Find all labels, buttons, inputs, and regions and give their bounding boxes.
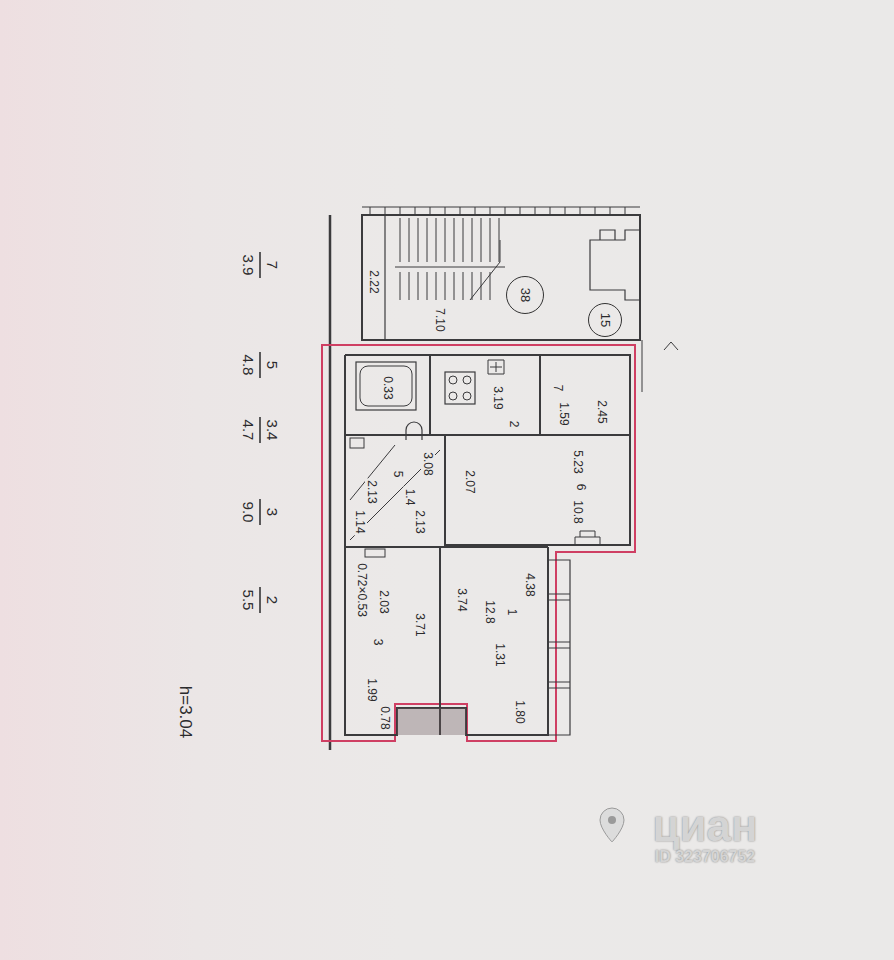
toilet-symbol [406, 422, 422, 440]
plan-label: 4.8 [240, 354, 257, 377]
apartment-outline [322, 345, 635, 741]
room-outline: 0.72×0.53 2.03 3 3.71 1.990.78 [345, 547, 440, 735]
plan-label: 7 [264, 260, 281, 270]
plan-label: 5.5 [240, 589, 257, 612]
plan-label: 3.4 [264, 419, 281, 442]
shower-hatch [350, 445, 440, 540]
kitchen-sink [488, 360, 504, 374]
dimension-label: 0.78 [378, 704, 392, 731]
dimension-label: 10.8 [571, 498, 585, 525]
plan-label: h=3.04 [176, 685, 195, 739]
dimension-label: 7 [551, 383, 565, 394]
plan-label: 9.0 [240, 501, 257, 524]
room-outline: 7 1.59 2.45 [540, 355, 630, 435]
stove-burner [449, 376, 457, 384]
plan-label: 4.7 [240, 419, 257, 442]
stair-direction-line [470, 240, 500, 300]
callout-number: 15 [598, 311, 612, 329]
dimension-label: 1.4 [403, 487, 417, 508]
stove-burner [463, 392, 471, 400]
stove-burner [463, 376, 471, 384]
dimension-label: 3.71 [413, 611, 427, 638]
dimension-label: 1.80 [513, 698, 527, 725]
plan-label: 3.9 [240, 254, 257, 277]
dimension-label: 3 [371, 637, 385, 648]
stove-burner [449, 392, 457, 400]
building-line [329, 215, 332, 750]
watermark-text: циан [651, 802, 758, 850]
dimension-label: 3.08 [421, 450, 435, 477]
staircase-strip [384, 215, 385, 340]
watermark-pin [600, 808, 624, 842]
wall-hatch [362, 207, 640, 215]
dimension-label: 3.74 [455, 586, 469, 613]
watermark-pin-dot [608, 816, 616, 824]
stair-steps [395, 218, 505, 300]
dimension-label: 4.38 [523, 571, 537, 598]
stove-symbol [445, 372, 475, 404]
room-outline: 5.23 6 10.8 2.07 [445, 435, 630, 547]
dimension-label: 2.13 [365, 478, 379, 505]
apartment-walls [345, 355, 630, 735]
sink-symbol [350, 438, 364, 448]
section-mark [642, 340, 678, 392]
room-outline: 3.192 [430, 355, 540, 435]
room-outline: 3.0851.42.131.142.13 [345, 435, 445, 547]
plan-label: 2 [264, 595, 281, 605]
dimension-label: 1.59 [557, 400, 571, 427]
dimension-label: 2.45 [595, 398, 609, 425]
dimension-label: 5.23 [571, 448, 585, 475]
dimension-label: 1.31 [493, 641, 507, 668]
callout-number: 38 [518, 286, 532, 304]
dimension-label: 7.10 [433, 306, 447, 333]
dimension-label: 2.07 [463, 468, 477, 495]
dimension-label: 2.03 [377, 588, 391, 615]
dimension-label: 1 [505, 607, 519, 618]
entry-steps [575, 531, 600, 545]
dimension-label: 0.33 [381, 374, 395, 401]
plan-label: 3 [264, 507, 281, 517]
dimension-label: 5 [391, 469, 405, 480]
fraction-bar [259, 252, 261, 613]
bathtub-inner [360, 366, 412, 406]
room-outline: 3.74 4.38 1 12.8 1.31 1.80 [440, 547, 548, 735]
radiator-symbol [365, 549, 385, 557]
room-outline: 0.33 [345, 355, 430, 435]
wall-projection [397, 708, 466, 735]
dimension-label: 1.14 [353, 508, 367, 535]
dimension-label: 1.99 [365, 676, 379, 703]
marker-circle: 15 [588, 303, 622, 337]
dimension-label: 2.13 [413, 508, 427, 535]
dimension-label: 2 [507, 419, 521, 430]
dimension-label: 2.22 [367, 268, 381, 295]
marker-circle: 38 [506, 276, 544, 314]
bathtub [356, 362, 416, 410]
watermark-text: ID 323706752 [654, 848, 757, 866]
dimension-label: 0.72×0.53 [355, 561, 369, 619]
window-symbols [548, 560, 570, 735]
plan-label: 5 [264, 360, 281, 370]
dimension-label: 12.8 [483, 598, 497, 625]
dimension-label: 3.19 [491, 384, 505, 411]
staircase-wall [362, 215, 640, 340]
landing-structure [590, 230, 640, 300]
dimension-label: 6 [574, 482, 588, 493]
